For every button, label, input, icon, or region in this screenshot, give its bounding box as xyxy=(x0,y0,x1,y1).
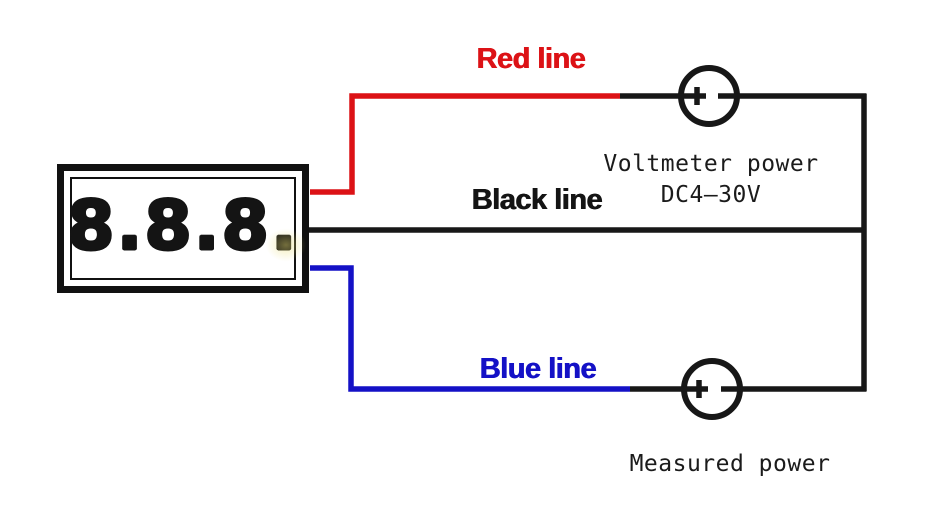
voltmeter-power-annotation: Voltmeter power DC4–30V xyxy=(603,149,818,211)
seven-segment-readout: 8.8.8. xyxy=(67,186,299,266)
blue-line-label: Blue line xyxy=(479,353,597,385)
blue-wire xyxy=(310,265,630,392)
measured-power-annotation: Measured power xyxy=(629,451,831,477)
voltmeter-power-spec: DC4–30V xyxy=(660,182,762,208)
red-wire xyxy=(310,93,620,195)
voltmeter-display-frame: 8.8.8. xyxy=(67,177,299,280)
black-line-label: Black line xyxy=(471,184,603,216)
voltmeter-power-name: Voltmeter power xyxy=(603,151,819,177)
voltmeter-display: 8.8.8. xyxy=(57,164,309,293)
red-line-label: Red line xyxy=(476,43,586,75)
